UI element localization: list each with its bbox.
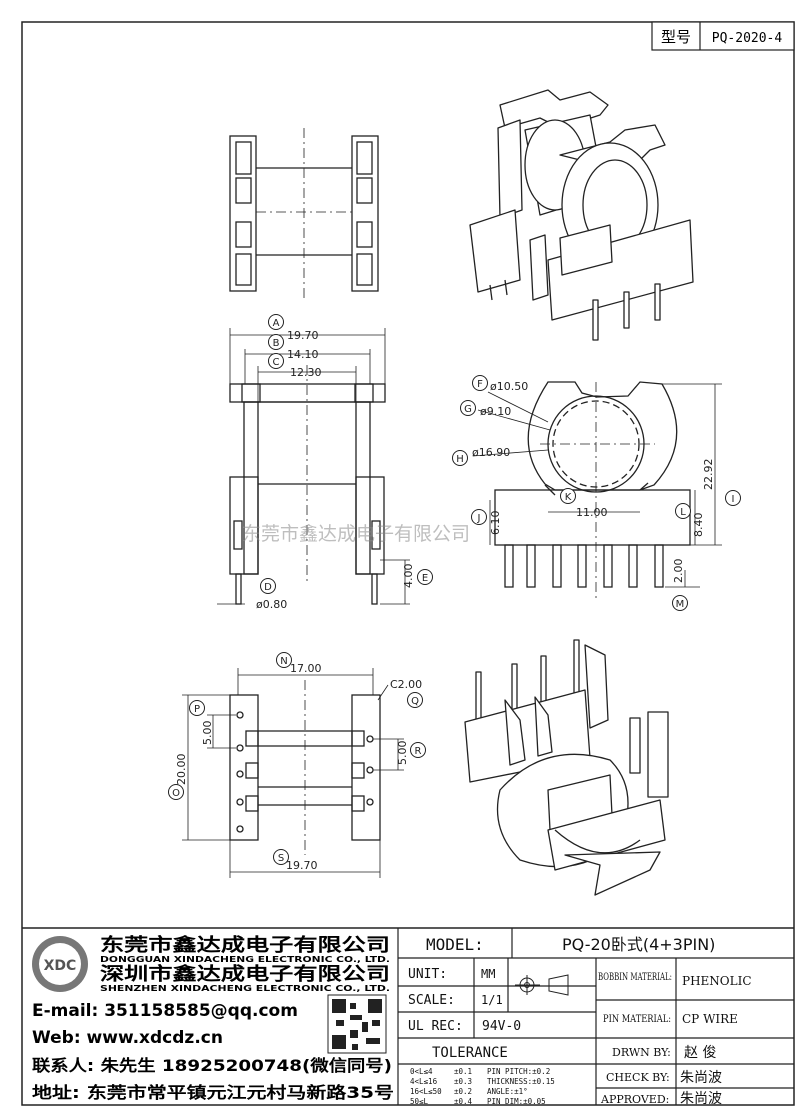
dim-value-g: ø9.10 bbox=[480, 405, 511, 418]
tol-note-1: PIN PITCH:±0.2 bbox=[487, 1067, 550, 1076]
header-part-number: PQ-2020-4 bbox=[712, 31, 783, 46]
isometric-view-bottom bbox=[464, 639, 669, 896]
approved-value: 朱尚波 bbox=[680, 1091, 722, 1107]
company-email: E-mail: 351158585@qq.com bbox=[32, 1001, 298, 1021]
company-name-sz: 深圳市鑫达成电子有限公司 bbox=[100, 963, 390, 985]
check-by-label: CHECK BY: bbox=[606, 1071, 670, 1084]
dim-letter-h: H bbox=[456, 454, 464, 465]
company-name-dg: 东莞市鑫达成电子有限公司 bbox=[100, 934, 390, 956]
plan-view bbox=[229, 680, 381, 855]
front-view bbox=[229, 365, 386, 605]
company-logo: XDC bbox=[32, 936, 88, 992]
header-box bbox=[651, 21, 795, 51]
check-by-value: 朱尚波 bbox=[680, 1070, 722, 1086]
ul-value: 94V-0 bbox=[482, 1019, 521, 1034]
bobbin-material-value: PHENOLIC bbox=[682, 974, 752, 988]
company-web: Web: www.xdcdz.cn bbox=[32, 1028, 223, 1048]
dim-letter-i: I bbox=[732, 494, 735, 505]
isometric-view-top bbox=[469, 89, 694, 341]
dim-value-k: 11.00 bbox=[576, 506, 608, 519]
dim-value-r: 5.00 bbox=[396, 741, 409, 766]
tol-value-3: ±0.2 bbox=[454, 1087, 472, 1096]
dim-letter-q: Q bbox=[411, 696, 419, 707]
bobbin-material-label: BOBBIN MATERIAL: bbox=[598, 972, 672, 983]
dim-letter-d: D bbox=[264, 582, 272, 593]
dim-value-h: ø16.90 bbox=[472, 446, 510, 459]
pin-material-label: PIN MATERIAL: bbox=[603, 1014, 671, 1025]
dim-letter-n: N bbox=[280, 656, 287, 667]
dim-letter-f: F bbox=[477, 379, 483, 390]
company-contact: 联系人: 朱先生 18925200748(微信同号) bbox=[32, 1056, 392, 1075]
drawn-by-label: DRWN BY: bbox=[612, 1046, 671, 1059]
dim-letter-k: K bbox=[565, 492, 572, 503]
tol-note-4: PIN DIM:±0.05 bbox=[487, 1097, 546, 1106]
dim-letter-r: R bbox=[415, 746, 422, 757]
company-name-sz-en: SHENZHEN XINDACHENG ELECTRONIC CO., LTD. bbox=[100, 984, 390, 993]
dim-value-d: ø0.80 bbox=[256, 598, 287, 611]
dim-letter-e: E bbox=[422, 573, 428, 584]
company-address: 地址: 东莞市常平镇元江元村马新路35号 bbox=[32, 1083, 394, 1102]
model-label: MODEL: bbox=[426, 935, 484, 954]
dim-letter-c: C bbox=[273, 357, 280, 368]
header-type-label: 型号 bbox=[661, 28, 691, 46]
qr-code bbox=[327, 994, 387, 1054]
unit-value: MM bbox=[481, 967, 495, 981]
tol-range-3: 16<L≤50 bbox=[410, 1087, 442, 1096]
dim-value-o: 20.00 bbox=[175, 754, 188, 786]
scale-value: 1/1 bbox=[481, 993, 503, 1007]
pin-material-value: CP WIRE bbox=[682, 1012, 738, 1026]
dim-value-l: 8.40 bbox=[692, 513, 705, 538]
dim-value-f: ø10.50 bbox=[490, 380, 528, 393]
approved-label: APPROVED: bbox=[600, 1093, 669, 1106]
ul-label: UL REC: bbox=[408, 1019, 463, 1034]
tol-range-4: 50≤L bbox=[410, 1097, 429, 1106]
dim-value-p: 5.00 bbox=[201, 721, 214, 746]
tol-note-2: THICKNESS:±0.15 bbox=[487, 1077, 555, 1086]
dim-letter-p: P bbox=[194, 704, 200, 715]
dim-letter-g: G bbox=[464, 404, 472, 415]
scale-label: SCALE: bbox=[408, 993, 455, 1008]
dim-labels bbox=[168, 314, 741, 865]
dim-letter-l: L bbox=[680, 507, 686, 518]
dim-letter-s: S bbox=[278, 853, 284, 864]
drawing-frame bbox=[21, 21, 795, 1106]
tol-range-2: 4<L≤16 bbox=[410, 1077, 438, 1086]
dim-value-s: 19.70 bbox=[286, 859, 318, 872]
plan-view-dims bbox=[182, 668, 404, 878]
tol-value-1: ±0.1 bbox=[454, 1067, 472, 1076]
dim-value-n: 17.00 bbox=[290, 662, 322, 675]
watermark: 东莞市鑫达成电子有限公司 bbox=[242, 523, 470, 545]
title-block-grid bbox=[397, 928, 794, 1105]
dim-letter-m: M bbox=[676, 599, 685, 610]
model-value: PQ-20卧式(4+3PIN) bbox=[562, 935, 715, 954]
tol-value-2: ±0.3 bbox=[454, 1077, 472, 1086]
dim-value-m: 2.00 bbox=[672, 559, 685, 584]
dim-letter-a: A bbox=[273, 318, 280, 329]
dim-value-b: 14.10 bbox=[287, 348, 319, 361]
tol-note-3: ANGLE:±1° bbox=[487, 1087, 528, 1096]
end-view bbox=[494, 381, 691, 600]
tolerance-label: TOLERANCE bbox=[432, 1045, 508, 1061]
dim-value-i: 22.92 bbox=[702, 459, 715, 491]
projection-symbol-icon bbox=[515, 974, 569, 996]
tol-value-4: ±0.4 bbox=[454, 1097, 473, 1106]
company-name-dg-en: DONGGUAN XINDACHENG ELECTRONIC CO., LTD. bbox=[100, 955, 390, 964]
front-view-dims bbox=[217, 328, 410, 605]
dim-value-e: 4.00 bbox=[402, 564, 415, 589]
dim-letter-o: O bbox=[172, 788, 180, 799]
side-view-top bbox=[229, 128, 379, 298]
dim-letter-b: B bbox=[273, 338, 280, 349]
dim-value-c: 12.30 bbox=[290, 366, 322, 379]
drawn-by-value: 赵 俊 bbox=[684, 1045, 716, 1061]
dim-letter-j: J bbox=[477, 513, 481, 524]
end-view-dims bbox=[472, 383, 722, 588]
unit-label: UNIT: bbox=[408, 967, 447, 982]
svg-text:XDC: XDC bbox=[44, 958, 77, 974]
tol-range-1: 0<L≤4 bbox=[410, 1067, 433, 1076]
dim-value-q: C2.00 bbox=[390, 678, 422, 691]
dim-value-j: 6.10 bbox=[489, 511, 502, 536]
dim-value-a: 19.70 bbox=[287, 329, 319, 342]
